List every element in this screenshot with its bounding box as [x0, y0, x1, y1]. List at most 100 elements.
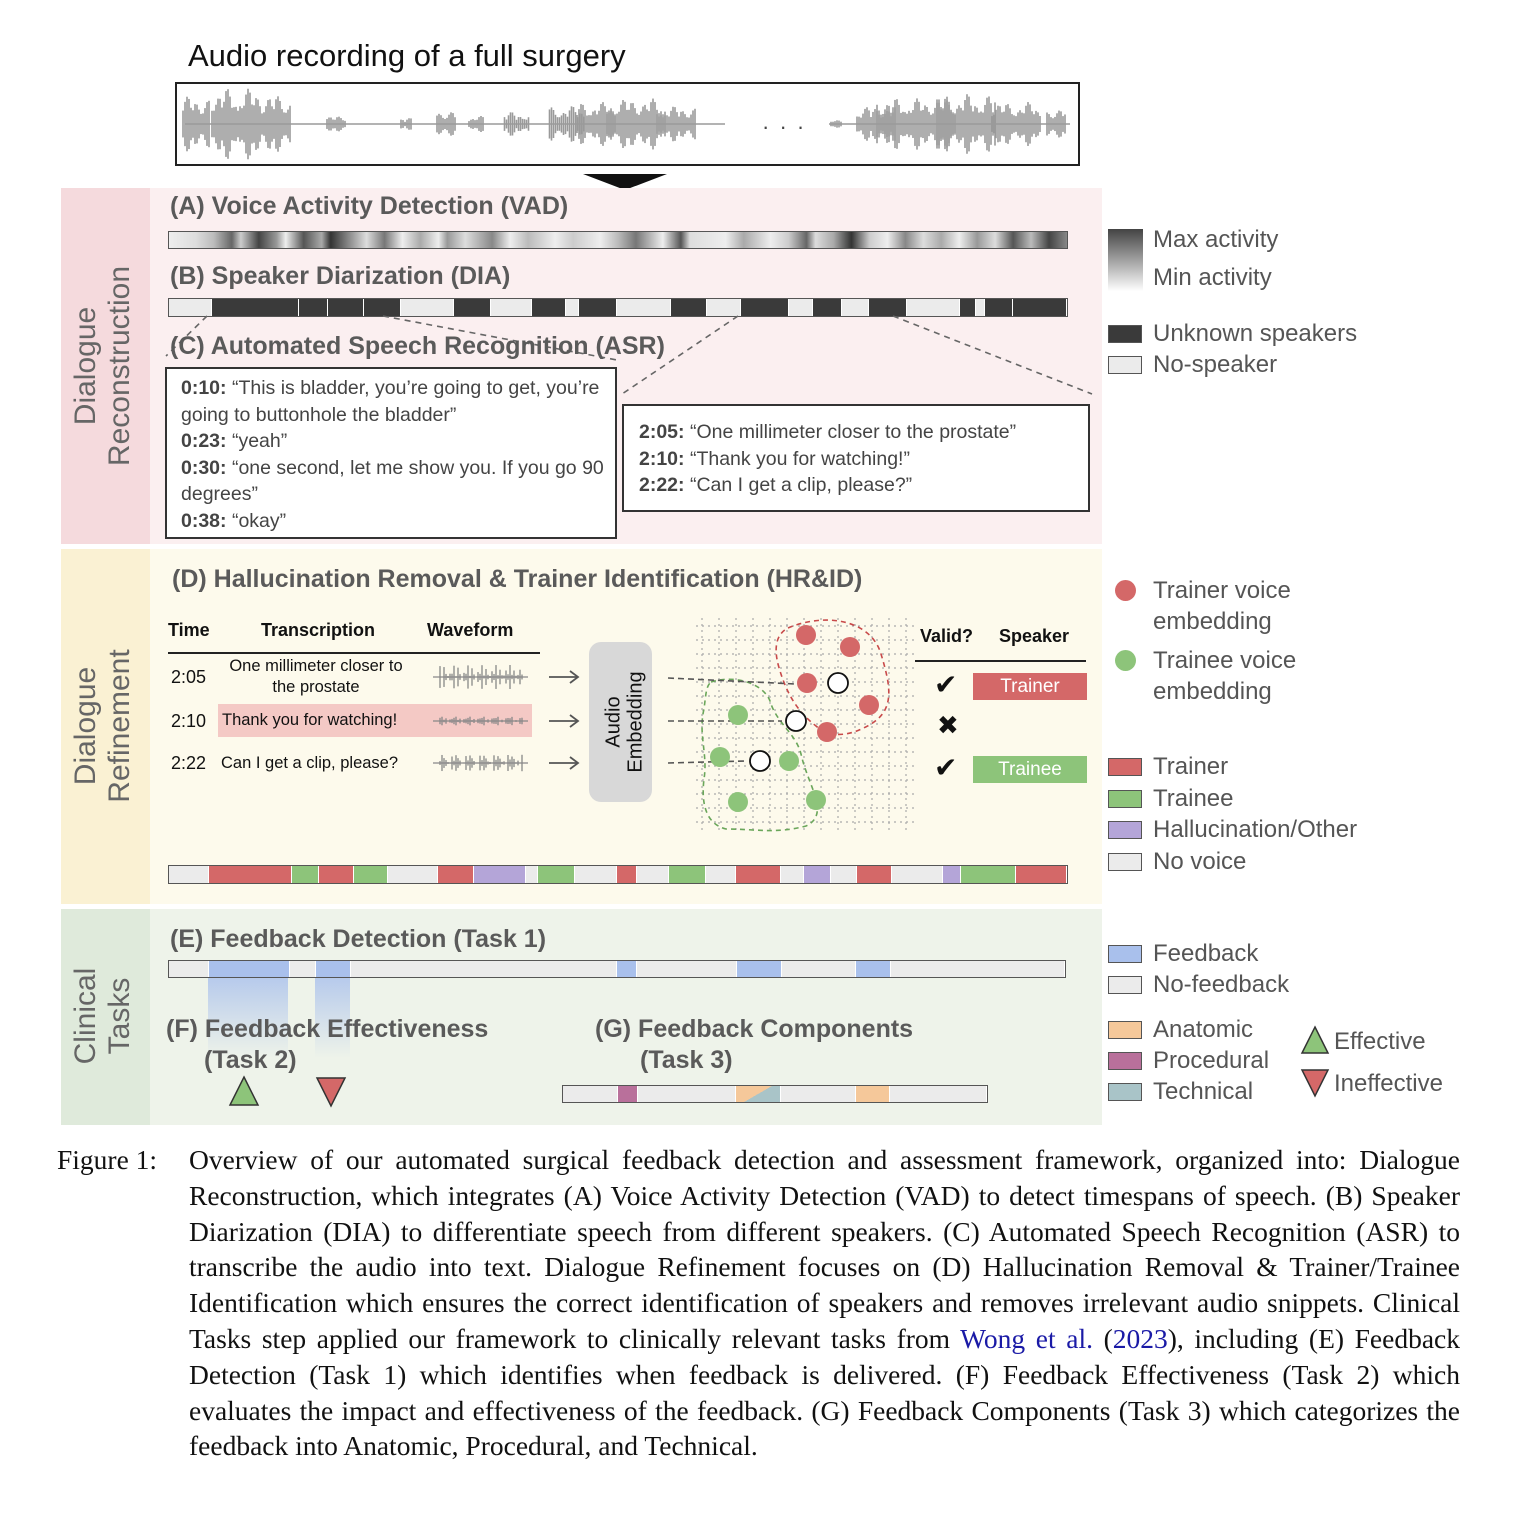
embedding-point — [797, 673, 817, 693]
component-segment — [890, 1086, 987, 1102]
dia-segment — [566, 299, 579, 316]
dia-segment — [789, 299, 813, 316]
refinement-segment — [387, 866, 439, 883]
refinement-bar — [168, 865, 1068, 884]
feedback-bar — [168, 960, 1066, 978]
heading-dia: (B) Speaker Diarization (DIA) — [170, 262, 511, 290]
feedback-glow — [208, 978, 288, 1058]
refinement-segment — [892, 866, 943, 883]
section-refinement-side — [61, 549, 150, 904]
legend-trainer-embedding: Trainer voice embedding — [1153, 577, 1291, 635]
components-bar — [562, 1085, 988, 1103]
row-text: One millimeter closer to the prostate — [229, 657, 403, 696]
legend-anatomic: Anatomic — [1108, 1016, 1253, 1044]
transcript-line: 2:22: “Can I get a clip, please?” — [639, 474, 913, 496]
dia-segment — [328, 299, 365, 316]
refinement-segment — [209, 866, 293, 883]
embedding-point — [859, 695, 879, 715]
heading-task3: (Task 3) — [640, 1046, 733, 1074]
legend-feedback: Feedback — [1108, 940, 1258, 968]
dia-segment — [491, 299, 532, 316]
refinement-segment — [353, 866, 388, 883]
feedback-segment — [289, 961, 316, 977]
check-icon: ✔ — [934, 669, 958, 700]
section-label-refinement: Dialogue Refinement — [69, 649, 136, 803]
dia-segment — [211, 299, 300, 316]
section-reconstruction-side — [61, 188, 150, 544]
dia-segment — [531, 299, 567, 316]
dia-segment — [960, 299, 977, 316]
row-time: 2:22 — [171, 753, 207, 773]
dia-segment — [976, 299, 985, 316]
feedback-segment — [781, 961, 857, 977]
refinement-segment — [292, 866, 320, 883]
refinement-segment — [942, 866, 961, 883]
dia-segment — [812, 299, 842, 316]
asr-connectors — [165, 315, 1093, 395]
legend-trainer: Trainer — [1108, 753, 1228, 781]
feedback-segment — [736, 961, 782, 977]
trainer-dot-icon — [1115, 580, 1136, 601]
table-rule — [168, 652, 540, 654]
transcript-line: 2:10: “Thank you for watching!” — [639, 447, 910, 470]
refinement-segment — [960, 866, 1017, 883]
component-segment — [637, 1086, 737, 1102]
embedding-point — [806, 790, 826, 810]
col-header-speaker: Speaker — [999, 626, 1070, 646]
vad-bar — [168, 231, 1068, 249]
heading-asr: (C) Automated Speech Recognition (ASR) — [170, 332, 665, 360]
row-text: Thank you for watching! — [222, 711, 398, 729]
dia-segment — [617, 299, 671, 316]
embedding-point — [796, 625, 816, 645]
component-segment — [563, 1086, 618, 1102]
refinement-segment — [830, 866, 857, 883]
legend-ineffective: Ineffective — [1334, 1070, 1443, 1097]
component-segment — [617, 1086, 638, 1102]
heading-feedback-detection: (E) Feedback Detection (Task 1) — [170, 925, 547, 953]
legend-unknown-speakers: Unknown speakers — [1108, 320, 1357, 348]
dia-segment — [741, 299, 790, 316]
embedding-point — [710, 747, 730, 767]
row-time: 2:10 — [171, 711, 207, 731]
legend-no-voice: No voice — [1108, 848, 1246, 876]
citation-author-link[interactable]: Wong et al. — [960, 1322, 1093, 1354]
transcript-line: 0:38: “okay” — [181, 509, 287, 532]
legend-no-feedback: No-feedback — [1108, 971, 1289, 999]
row-text: Can I get a clip, please? — [221, 754, 399, 772]
dia-segment — [906, 299, 961, 316]
vad-gradient-swatch — [1108, 229, 1143, 291]
refinement-segment — [803, 866, 831, 883]
trainee-dot-icon — [1115, 650, 1136, 671]
refinement-segment — [1016, 866, 1067, 883]
embedding-point — [728, 705, 748, 725]
waveform-ellipsis: · · · — [762, 114, 807, 139]
down-arrow-icon — [583, 174, 667, 190]
legend-max-activity: Max activity — [1153, 226, 1279, 253]
transcript-line: 0:23: “yeah” — [181, 430, 288, 452]
legend-trainee-embedding: Trainee voice embedding — [1153, 647, 1297, 705]
ineffective-triangle-icon — [315, 1077, 347, 1108]
feedback-glow — [315, 978, 350, 1058]
feedback-segment — [169, 961, 209, 977]
dia-segment — [169, 299, 212, 316]
embedding-point — [728, 792, 748, 812]
figure-caption: Overview of our automated surgical feedb… — [189, 1144, 1461, 1462]
embedding-scatter — [667, 618, 914, 832]
component-segment — [736, 1086, 781, 1102]
refinement-segment — [538, 866, 575, 883]
section-clinical-side — [61, 909, 150, 1125]
check-icon: ✔ — [934, 752, 958, 783]
legend-min-activity: Min activity — [1153, 264, 1272, 291]
component-segment — [780, 1086, 856, 1102]
legend-effective: Effective — [1334, 1028, 1426, 1055]
refinement-segment — [319, 866, 354, 883]
caption-text: ), including (E) Feedback Detection (Tas… — [189, 1322, 1461, 1462]
legend-procedural: Procedural — [1108, 1047, 1269, 1075]
speaker-tag-trainer: Trainer — [973, 673, 1087, 700]
citation-year-link[interactable]: 2023 — [1112, 1322, 1168, 1354]
dia-segment — [869, 299, 907, 316]
col-header-time: Time — [168, 620, 210, 640]
diagram-title: Audio recording of a full surgery — [188, 38, 626, 73]
dia-segment — [1013, 299, 1067, 316]
legend-effective-icon — [1300, 1025, 1330, 1054]
